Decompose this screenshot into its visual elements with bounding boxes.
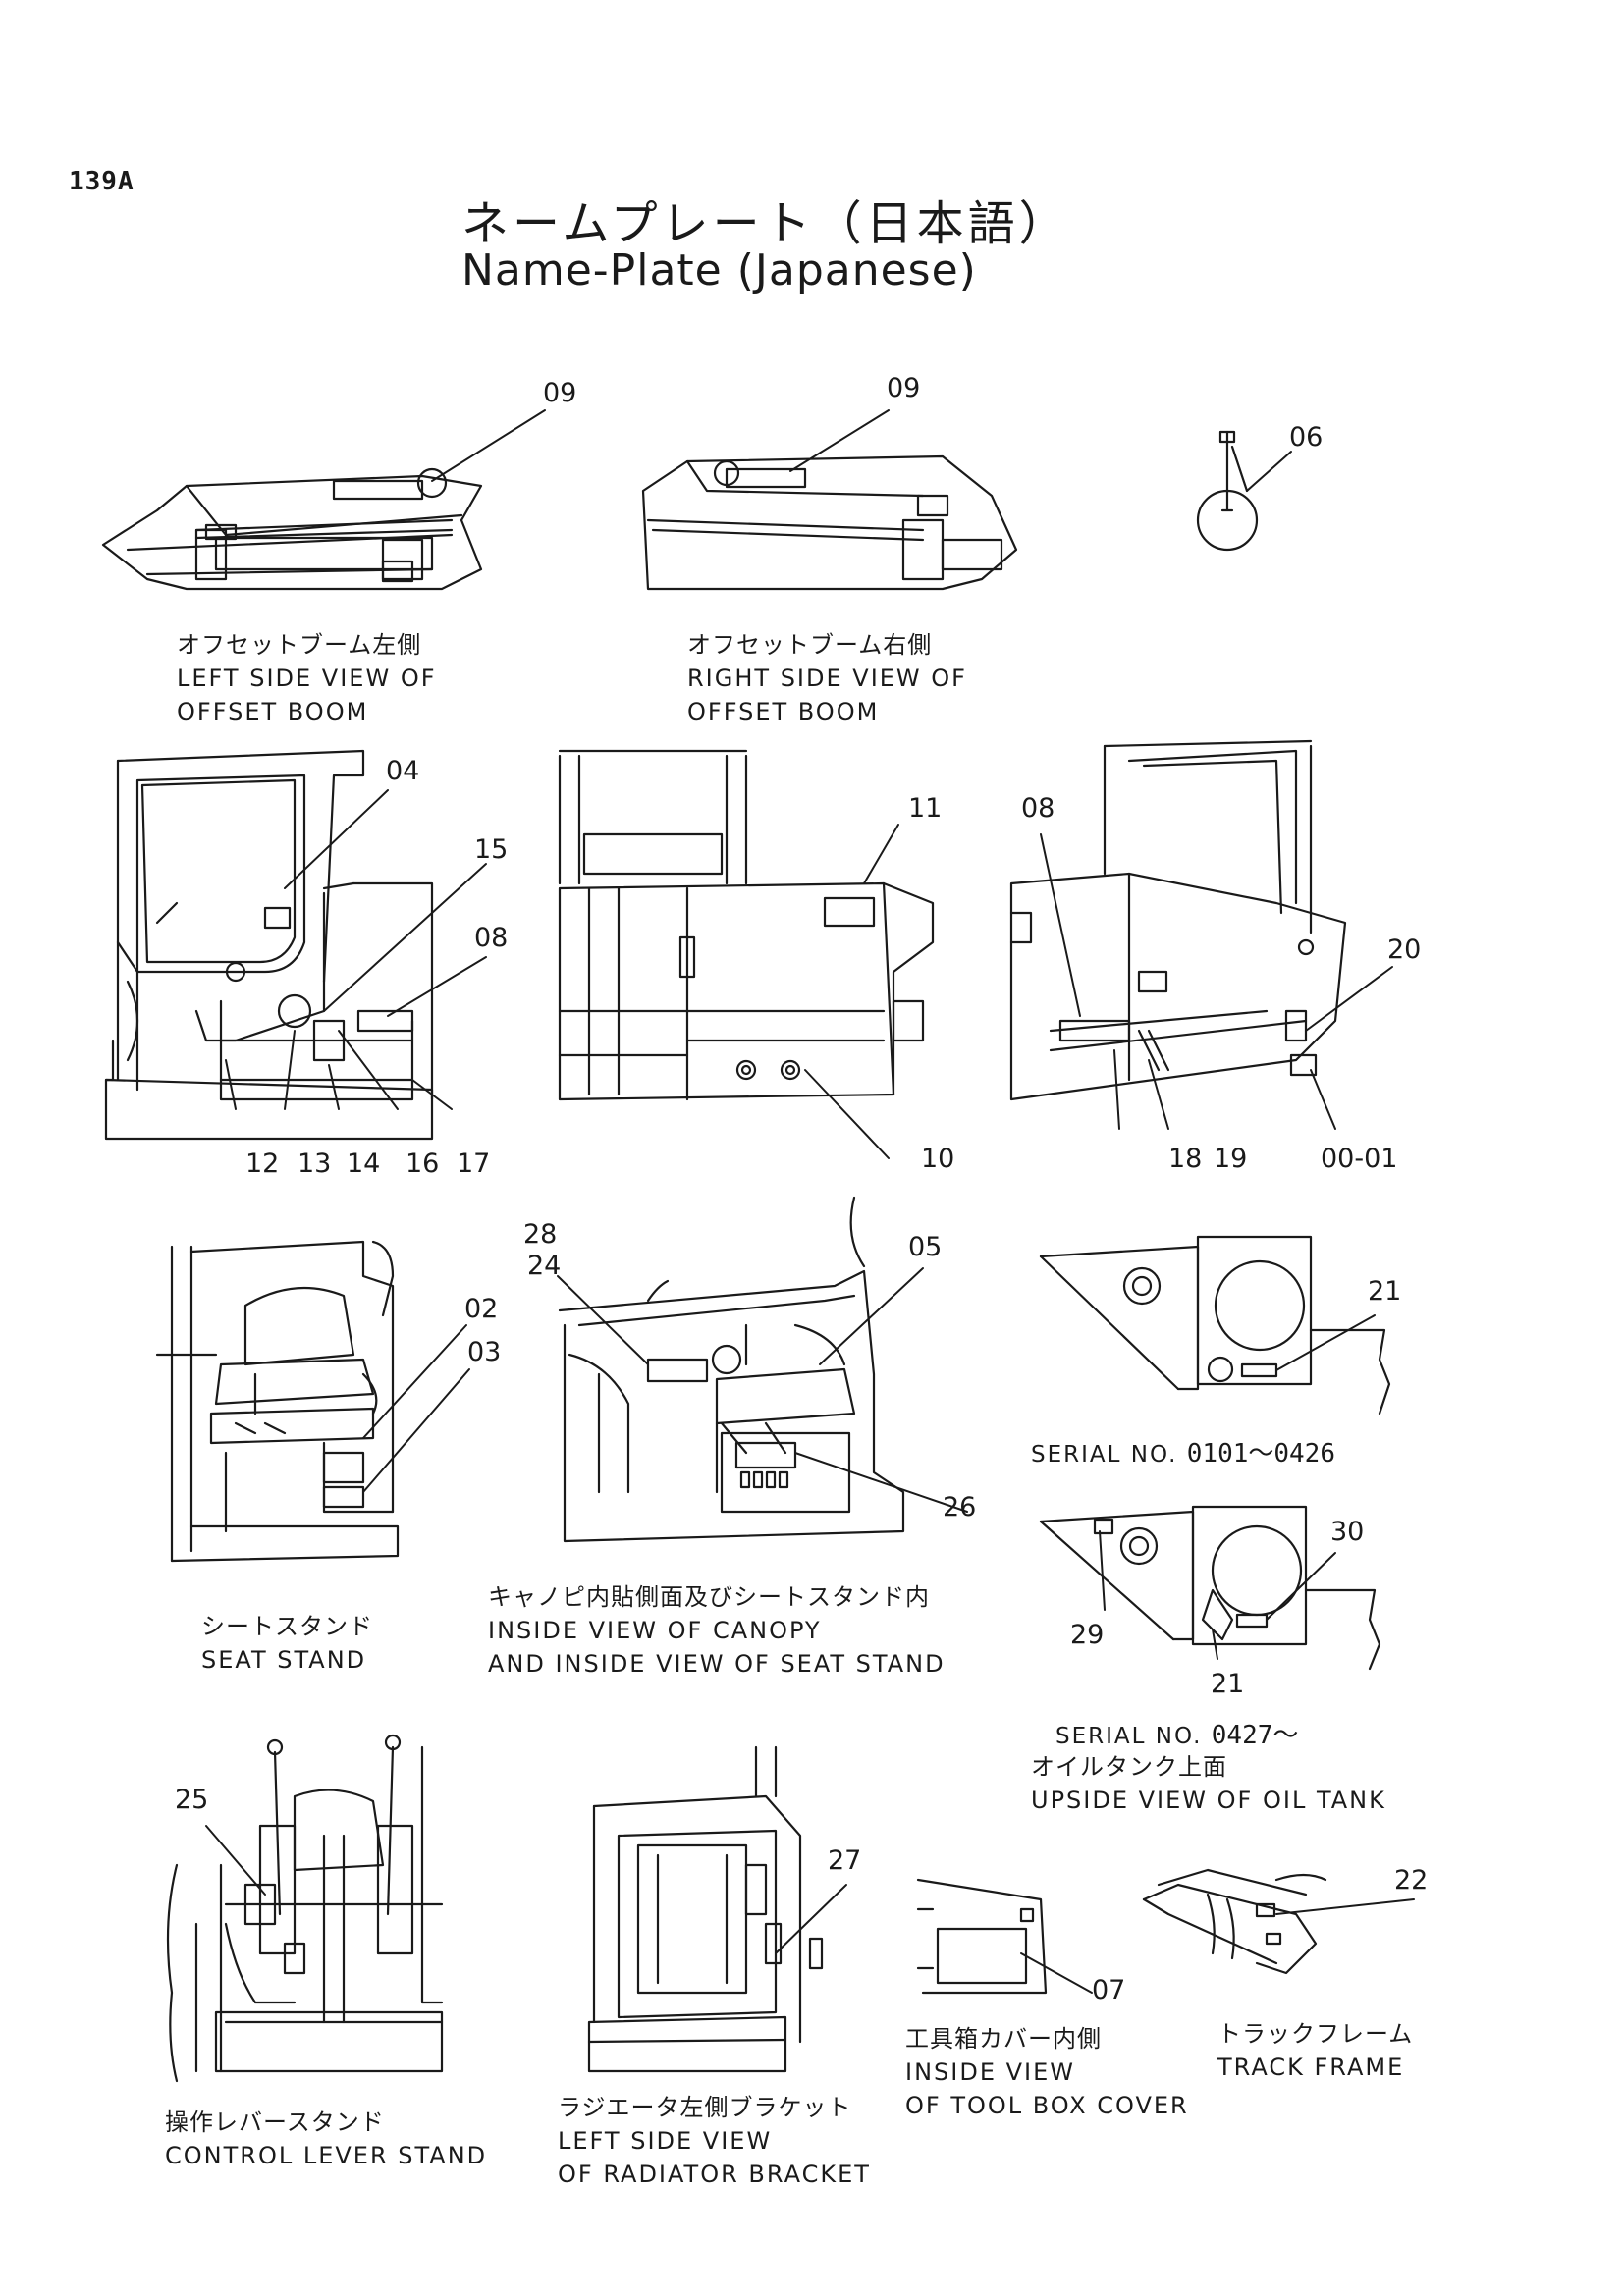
control-lever-stand-drawing — [166, 1734, 444, 2083]
cab-right-view-drawing — [1009, 739, 1347, 1101]
callout-29: 29 — [1070, 1620, 1105, 1650]
callout-25: 25 — [175, 1785, 209, 1815]
callout-28: 28 — [523, 1219, 558, 1250]
offset-boom-right-drawing — [641, 454, 1018, 591]
canopy-inside-drawing — [558, 1196, 905, 1543]
callout-24: 24 — [527, 1251, 562, 1281]
callout-20: 20 — [1387, 934, 1422, 965]
callout-08-cab-left: 08 — [474, 923, 509, 953]
callout-26: 26 — [943, 1492, 977, 1522]
callout-30: 30 — [1330, 1517, 1365, 1547]
seat-stand-drawing — [155, 1240, 400, 1563]
part-06-plate-drawing — [1196, 430, 1259, 552]
serial-range-late: SERIAL NO. 0427～ — [1055, 1721, 1299, 1750]
label-canopy-inside: キャノピ内貼側面及びシートスタンド内 INSIDE VIEW OF CANOPY… — [488, 1583, 946, 1678]
radiator-bracket-drawing — [587, 1745, 824, 2073]
callout-17: 17 — [457, 1148, 491, 1179]
label-seat-stand: シートスタンド SEAT STAND — [201, 1613, 373, 1674]
leader-lines — [205, 409, 1415, 1994]
callout-12: 12 — [245, 1148, 280, 1179]
callout-09-left-boom: 09 — [543, 378, 577, 408]
title-japanese: ネームプレート（日本語） — [461, 196, 1070, 251]
label-tool-box-cover: 工具箱カバー内側 INSIDE VIEW OF TOOL BOX COVER — [905, 2025, 1189, 2119]
oil-tank-early-drawing — [1039, 1235, 1391, 1415]
oil-tank-late-drawing — [1039, 1505, 1381, 1671]
callout-27: 27 — [828, 1845, 862, 1876]
label-offset-boom-right: オフセットブーム右側 RIGHT SIDE VIEW OF OFFSET BOO… — [687, 631, 967, 725]
label-track-frame: トラックフレーム TRACK FRAME — [1217, 2020, 1414, 2081]
callout-10: 10 — [921, 1144, 955, 1174]
page-number: 139A — [69, 167, 135, 196]
callout-18: 18 — [1168, 1144, 1203, 1174]
tool-box-cover-drawing — [916, 1878, 1048, 1995]
callout-22: 22 — [1394, 1865, 1429, 1896]
label-control-lever-stand: 操作レバースタンド CONTROL LEVER STAND — [165, 2109, 488, 2169]
callout-06: 06 — [1289, 422, 1324, 453]
callout-00-01: 00-01 — [1321, 1144, 1398, 1174]
callout-11: 11 — [908, 793, 943, 824]
label-oil-tank: オイルタンク上面 UPSIDE VIEW OF OIL TANK — [1031, 1753, 1386, 1814]
label-offset-boom-left: オフセットブーム左側 LEFT SIDE VIEW OF OFFSET BOOM — [177, 631, 437, 725]
callout-05: 05 — [908, 1232, 943, 1262]
callout-14: 14 — [347, 1148, 381, 1179]
track-frame-drawing — [1142, 1868, 1327, 1975]
callout-15: 15 — [474, 834, 509, 865]
serial-range-early: SERIAL NO. 0101～0426 — [1031, 1439, 1335, 1468]
label-radiator-bracket: ラジエータ左側ブラケット LEFT SIDE VIEW OF RADIATOR … — [558, 2094, 871, 2188]
callout-21-early: 21 — [1368, 1276, 1402, 1307]
callout-19: 19 — [1214, 1144, 1248, 1174]
callout-07: 07 — [1092, 1975, 1126, 2005]
callout-02: 02 — [464, 1294, 499, 1324]
callout-09-right-boom: 09 — [887, 373, 921, 403]
callout-13: 13 — [298, 1148, 332, 1179]
cab-left-view-drawing — [104, 749, 434, 1141]
callout-08-cab-right: 08 — [1021, 793, 1055, 824]
offset-boom-left-drawing — [101, 467, 483, 591]
callout-21-late: 21 — [1211, 1669, 1245, 1699]
callout-03: 03 — [467, 1337, 502, 1367]
callout-16: 16 — [406, 1148, 440, 1179]
title-english: Name-Plate (Japanese) — [461, 245, 977, 295]
cab-rear-view-drawing — [558, 749, 935, 1101]
callout-04: 04 — [386, 756, 420, 786]
